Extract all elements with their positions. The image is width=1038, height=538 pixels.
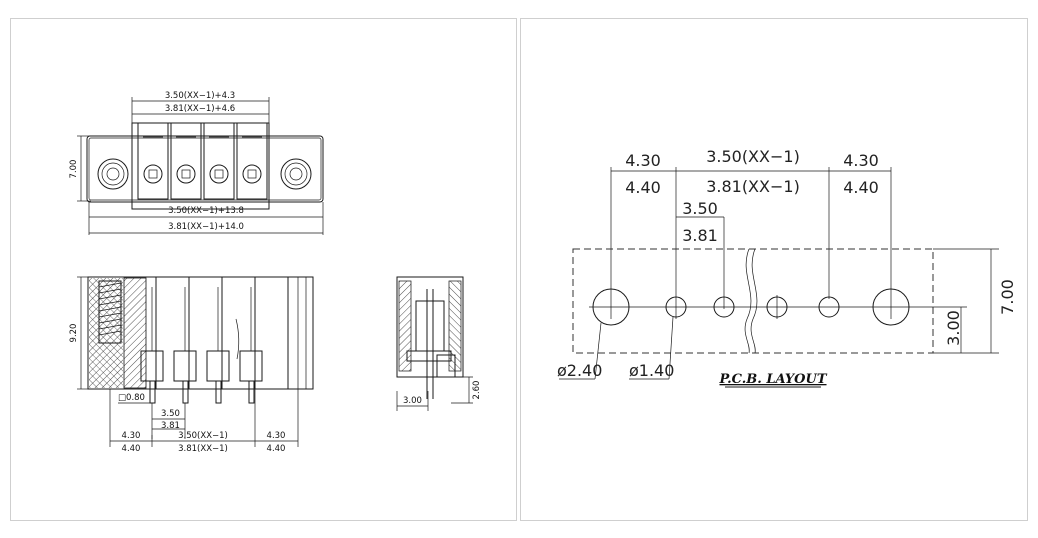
mid-dim-1: 3.50(XX−1) — [178, 431, 228, 441]
connector-drawing-panel: 3.50(XX−1)+4.3 3.81(XX−1)+4.6 7.00 — [10, 18, 517, 521]
top-view-terminals — [137, 122, 268, 200]
front-view: 9.20 □0.80 3.50 3.81 4.30 4.40 3.50(XX−1… — [69, 276, 314, 454]
end-dim-a1: 4.30 — [625, 151, 661, 170]
connector-drawing: 3.50(XX−1)+4.3 3.81(XX−1)+4.6 7.00 — [69, 91, 482, 454]
side-profile-view: 3.00 2.60 — [396, 276, 482, 411]
end-dim-b2: 4.40 — [843, 178, 879, 197]
pins — [140, 287, 263, 404]
bottom-dim-2: 3.81(XX−1)+14.0 — [168, 222, 244, 232]
pitch-dim-2: 3.81 — [161, 421, 180, 431]
end-dim-1b: 4.40 — [122, 444, 141, 454]
height-dim: 7.00 — [998, 279, 1017, 315]
profile-width-dim: 3.00 — [403, 396, 422, 406]
height-dim: 7.00 — [69, 160, 79, 179]
offset-dim: 3.00 — [944, 310, 963, 346]
bottom-dim-1: 3.50(XX−1)+13.8 — [168, 206, 244, 216]
mid-dim-1: 3.50(XX−1) — [706, 147, 800, 166]
dia-small-label: ø1.40 — [629, 361, 674, 380]
side-height-dim: 9.20 — [69, 324, 79, 343]
pcb-layout-title: P.C.B. LAYOUT — [718, 372, 827, 387]
end-dim-a2: 4.40 — [625, 178, 661, 197]
end-dim-b1: 4.30 — [843, 151, 879, 170]
pcb-layout-drawing: 4.30 4.40 3.50(XX−1) 3.81(XX−1) 4.30 4.4… — [557, 147, 1017, 388]
pitch-dim-1: 3.50 — [161, 409, 180, 419]
end-dim-2a: 4.30 — [267, 431, 286, 441]
pitch-dim-2: 3.81 — [682, 226, 718, 245]
top-dim-2: 3.81(XX−1)+4.6 — [165, 104, 235, 114]
pcb-holes — [589, 288, 913, 326]
top-view: 3.50(XX−1)+4.3 3.81(XX−1)+4.6 7.00 — [69, 91, 324, 235]
end-dim-2b: 4.40 — [267, 444, 286, 454]
pin-size-dim: □0.80 — [118, 393, 145, 403]
pitch-dim-1: 3.50 — [682, 199, 718, 218]
mid-dim-2: 3.81(XX−1) — [178, 444, 228, 454]
pcb-layout-panel: 4.30 4.40 3.50(XX−1) 3.81(XX−1) 4.30 4.4… — [520, 18, 1028, 521]
top-dim-1: 3.50(XX−1)+4.3 — [165, 91, 235, 101]
profile-height-dim: 2.60 — [472, 381, 482, 400]
end-dim-1a: 4.30 — [122, 431, 141, 441]
screw-thread — [98, 282, 122, 336]
mid-dim-2: 3.81(XX−1) — [706, 177, 800, 196]
dia-large-label: ø2.40 — [557, 361, 602, 380]
